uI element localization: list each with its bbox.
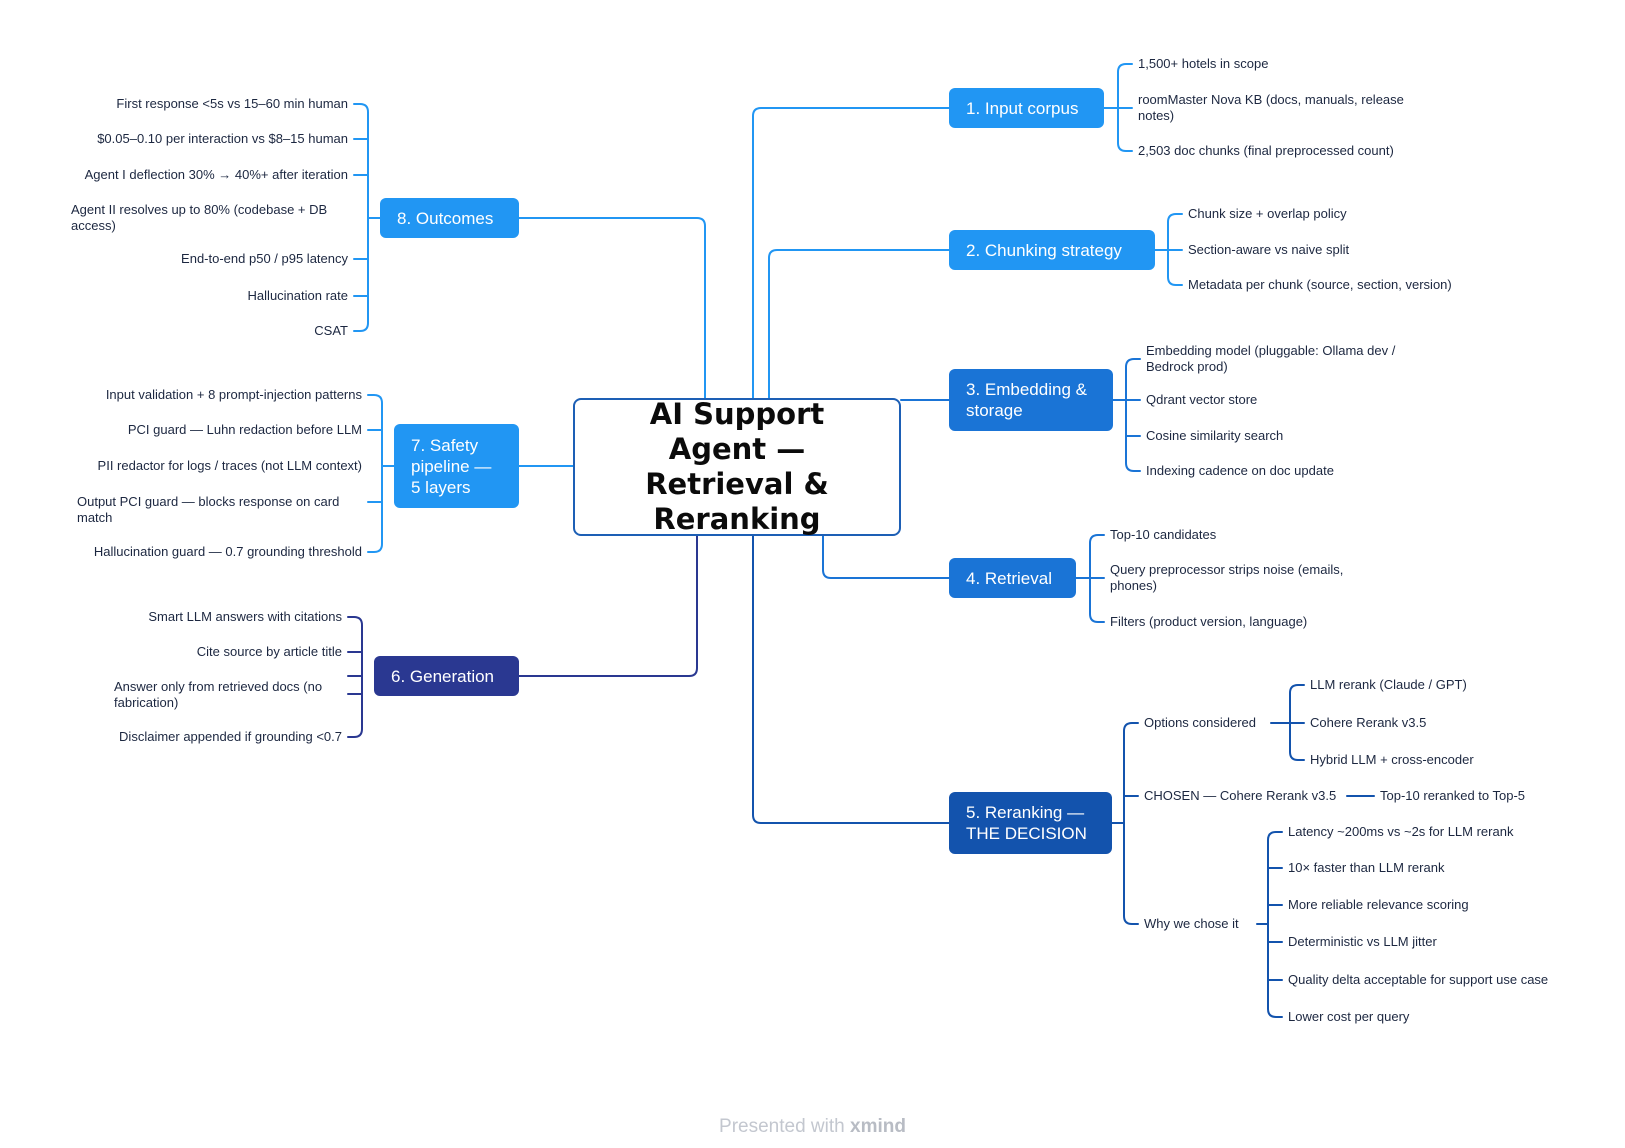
root-topic[interactable]: AI Support Agent — Retrieval & Reranking <box>573 397 901 536</box>
leaf-embedding-model: Embedding model (pluggable: Ollama dev /… <box>1146 343 1396 374</box>
topic-label: 5. Reranking — THE DECISION <box>966 803 1087 843</box>
bracket-embedding <box>1112 358 1141 472</box>
leaf-option-cohere: Cohere Rerank v3.5 <box>1310 715 1427 730</box>
leaf-options-considered: Options considered <box>1144 715 1257 730</box>
leaf-why-quality: Quality delta acceptable for support use… <box>1288 972 1549 987</box>
bracket-outcomes <box>353 103 381 332</box>
leaf-cost-per-interaction: $0.05–0.10 per interaction vs $8–15 huma… <box>97 131 348 146</box>
bracket-input-corpus <box>1103 63 1133 152</box>
leaf-option-hybrid: Hybrid LLM + cross-encoder <box>1310 752 1474 767</box>
leaf-chunk-size: Chunk size + overlap policy <box>1188 206 1347 221</box>
leaf-top10: Top-10 candidates <box>1110 527 1217 542</box>
leaf-output-pci: Output PCI guard — blocks response on ca… <box>77 494 340 525</box>
leaf-first-response: First response <5s vs 15–60 min human <box>116 96 348 111</box>
leaf-why-reliable: More reliable relevance scoring <box>1288 897 1469 912</box>
connector-root-outcomes <box>518 217 706 399</box>
leaf-query-preprocessor: Query preprocessor strips noise (emails,… <box>1110 562 1344 593</box>
leaf-hallucination-guard: Hallucination guard — 0.7 grounding thre… <box>93 544 362 559</box>
bracket-chunking <box>1154 213 1183 286</box>
leaf-agent-i-deflection: Agent I deflection 30% → 40%+ after iter… <box>84 167 348 182</box>
connector-root-generation <box>518 535 698 677</box>
topic-label: 2. Chunking strategy <box>966 240 1122 260</box>
leaf-cosine: Cosine similarity search <box>1146 428 1284 443</box>
leaf-why-we-chose-it: Why we chose it <box>1144 916 1239 931</box>
leaf-agent-ii-resolves: Agent II resolves up to 80% (codebase + … <box>71 202 328 233</box>
leaf-pci-guard: PCI guard — Luhn redaction before LLM <box>127 422 362 437</box>
topic-retrieval[interactable]: 4. Retrieval <box>949 558 1076 598</box>
leaf-input-validation: Input validation + 8 prompt-injection pa… <box>105 387 362 402</box>
leaf-answer-only: Answer only from retrieved docs (no fabr… <box>114 679 323 710</box>
topic-label: 6. Generation <box>391 666 495 686</box>
footer-prefix: Presented with <box>719 1116 845 1137</box>
leaf-kb-docs: roomMaster Nova KB (docs, manuals, relea… <box>1138 92 1404 123</box>
leaf-chosen: CHOSEN — Cohere Rerank v3.5 <box>1144 788 1337 803</box>
topic-outcomes[interactable]: 8. Outcomes <box>380 198 519 238</box>
bracket-retrieval <box>1075 534 1105 623</box>
root-title: AI Support Agent — Retrieval & Reranking <box>645 397 829 536</box>
topic-reranking[interactable]: 5. Reranking — THE DECISION <box>949 792 1112 854</box>
leaf-qdrant: Qdrant vector store <box>1146 392 1258 407</box>
leaf-filters: Filters (product version, language) <box>1110 614 1308 629</box>
connector-root-reranking <box>752 535 950 824</box>
topic-label: 4. Retrieval <box>966 568 1052 588</box>
connector-root-input-corpus <box>752 107 950 399</box>
leaf-hallucination-rate: Hallucination rate <box>247 288 348 303</box>
leaf-indexing: Indexing cadence on doc update <box>1146 463 1334 478</box>
topic-chunking-strategy[interactable]: 2. Chunking strategy <box>949 230 1155 270</box>
topic-label: 3. Embedding & storage <box>966 380 1087 420</box>
leaf-why-deterministic: Deterministic vs LLM jitter <box>1288 934 1437 949</box>
bracket-options <box>1270 684 1305 761</box>
leaf-doc-chunks: 2,503 doc chunks (final preprocessed cou… <box>1138 143 1394 158</box>
bracket-generation <box>347 616 363 738</box>
topic-safety-pipeline[interactable]: 7. Safety pipeline — 5 layers <box>394 424 519 508</box>
leaf-pii-redactor: PII redactor for logs / traces (not LLM … <box>97 458 362 473</box>
leaf-chosen-detail: Top-10 reranked to Top-5 <box>1380 788 1526 803</box>
topic-label: 1. Input corpus <box>966 98 1079 118</box>
leaf-csat: CSAT <box>314 323 348 338</box>
leaf-metadata: Metadata per chunk (source, section, ver… <box>1188 277 1452 292</box>
leaf-why-cost: Lower cost per query <box>1288 1009 1410 1024</box>
topic-embedding-storage[interactable]: 3. Embedding & storage <box>949 369 1113 431</box>
xmind-logo: xmind <box>850 1116 906 1137</box>
bracket-reranking <box>1111 722 1139 925</box>
topic-generation[interactable]: 6. Generation <box>374 656 519 696</box>
leaf-option-llm-rerank: LLM rerank (Claude / GPT) <box>1310 677 1467 692</box>
footer-watermark: Presented with xmind <box>0 1116 1625 1138</box>
connector-root-chunking <box>768 249 950 399</box>
leaf-disclaimer: Disclaimer appended if grounding <0.7 <box>119 729 342 744</box>
leaf-section-aware: Section-aware vs naive split <box>1188 242 1350 257</box>
connector-root-retrieval <box>822 535 950 579</box>
leaf-smart-llm: Smart LLM answers with citations <box>148 609 342 624</box>
leaf-cite-source: Cite source by article title <box>196 644 342 659</box>
leaf-hotels-in-scope: 1,500+ hotels in scope <box>1138 56 1269 71</box>
topic-input-corpus[interactable]: 1. Input corpus <box>949 88 1104 128</box>
leaf-latency: End-to-end p50 / p95 latency <box>181 251 348 266</box>
leaf-why-faster: 10× faster than LLM rerank <box>1288 860 1445 875</box>
topic-label: 8. Outcomes <box>397 208 494 228</box>
bracket-safety <box>367 394 395 553</box>
leaf-why-latency: Latency ~200ms vs ~2s for LLM rerank <box>1288 824 1514 839</box>
topic-label: 7. Safety pipeline — 5 layers <box>411 435 492 497</box>
bracket-why <box>1256 831 1283 1018</box>
